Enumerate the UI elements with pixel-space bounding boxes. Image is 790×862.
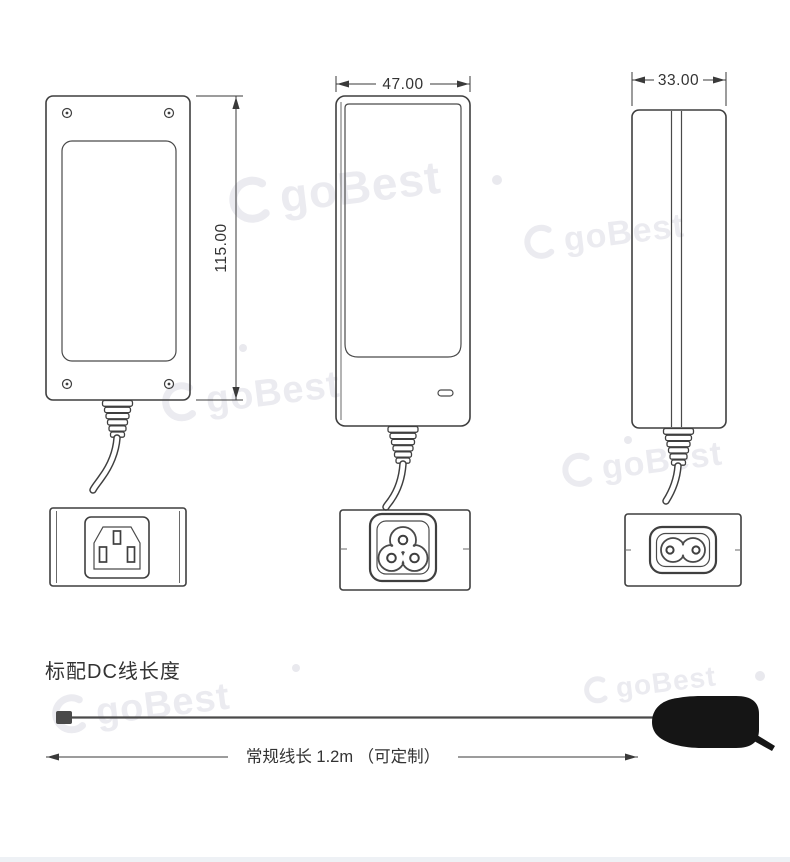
watermark-dot xyxy=(492,175,502,185)
led-indicator xyxy=(437,389,454,397)
strain-relief xyxy=(662,427,695,466)
inlet-c14-view xyxy=(49,507,187,587)
side-width-dimension: 47.00 xyxy=(335,76,471,93)
watermark-text: goBest xyxy=(93,676,232,734)
dc-plug xyxy=(652,696,759,748)
watermark-dot xyxy=(755,671,765,681)
adapter-side-view xyxy=(335,95,471,511)
watermark-logo: goBest xyxy=(52,676,232,734)
watermark-logo: goBest xyxy=(562,434,725,487)
watermark-logo: goBest xyxy=(229,151,444,223)
adapter-front-view xyxy=(45,95,191,494)
watermark-dot xyxy=(292,664,300,672)
edge-depth-dimension: 33.00 xyxy=(631,72,727,106)
watermark-dot xyxy=(239,344,247,352)
inlet-c6-view xyxy=(339,509,471,591)
dc-cable-drawing xyxy=(56,696,775,751)
page-bottom-strip xyxy=(0,857,790,862)
inlet-c8-view xyxy=(624,513,742,587)
watermark-text: goBest xyxy=(277,151,444,222)
watermark-text: goBest xyxy=(562,206,687,258)
line-pin-hole xyxy=(386,552,397,564)
neutral-pin-hole xyxy=(409,552,420,564)
watermark-logo: goBest xyxy=(524,206,687,259)
strain-relief xyxy=(101,399,134,438)
cloverleaf-outline xyxy=(377,526,429,572)
earth-pin-hole xyxy=(397,534,409,546)
pin-hole-left xyxy=(665,545,675,555)
depth-dimension-label: 33.00 xyxy=(658,72,699,89)
neutral-pin-slot xyxy=(126,546,136,563)
cable-length-dimension: 常规线长 1.2m （可定制） xyxy=(46,747,638,766)
watermark-dot xyxy=(624,436,632,444)
adapter-edge-view xyxy=(631,109,727,505)
strain-relief xyxy=(387,425,419,464)
cable-length-label: 常规线长 1.2m （可定制） xyxy=(246,747,440,766)
dc-cable-section-title: 标配DC线长度 xyxy=(45,660,181,683)
line-pin-slot xyxy=(98,546,108,563)
width-dimension-label: 47.00 xyxy=(382,76,423,93)
pin-hole-right xyxy=(691,545,701,555)
cable-end-connector xyxy=(56,711,72,724)
height-dimension-label: 115.00 xyxy=(213,223,230,272)
watermark-text: goBest xyxy=(203,364,342,422)
front-height-dimension: 115.00 xyxy=(196,95,243,401)
earth-pin-slot xyxy=(112,530,122,545)
dc-plug-pin xyxy=(754,735,775,751)
watermark-text: goBest xyxy=(600,434,725,486)
